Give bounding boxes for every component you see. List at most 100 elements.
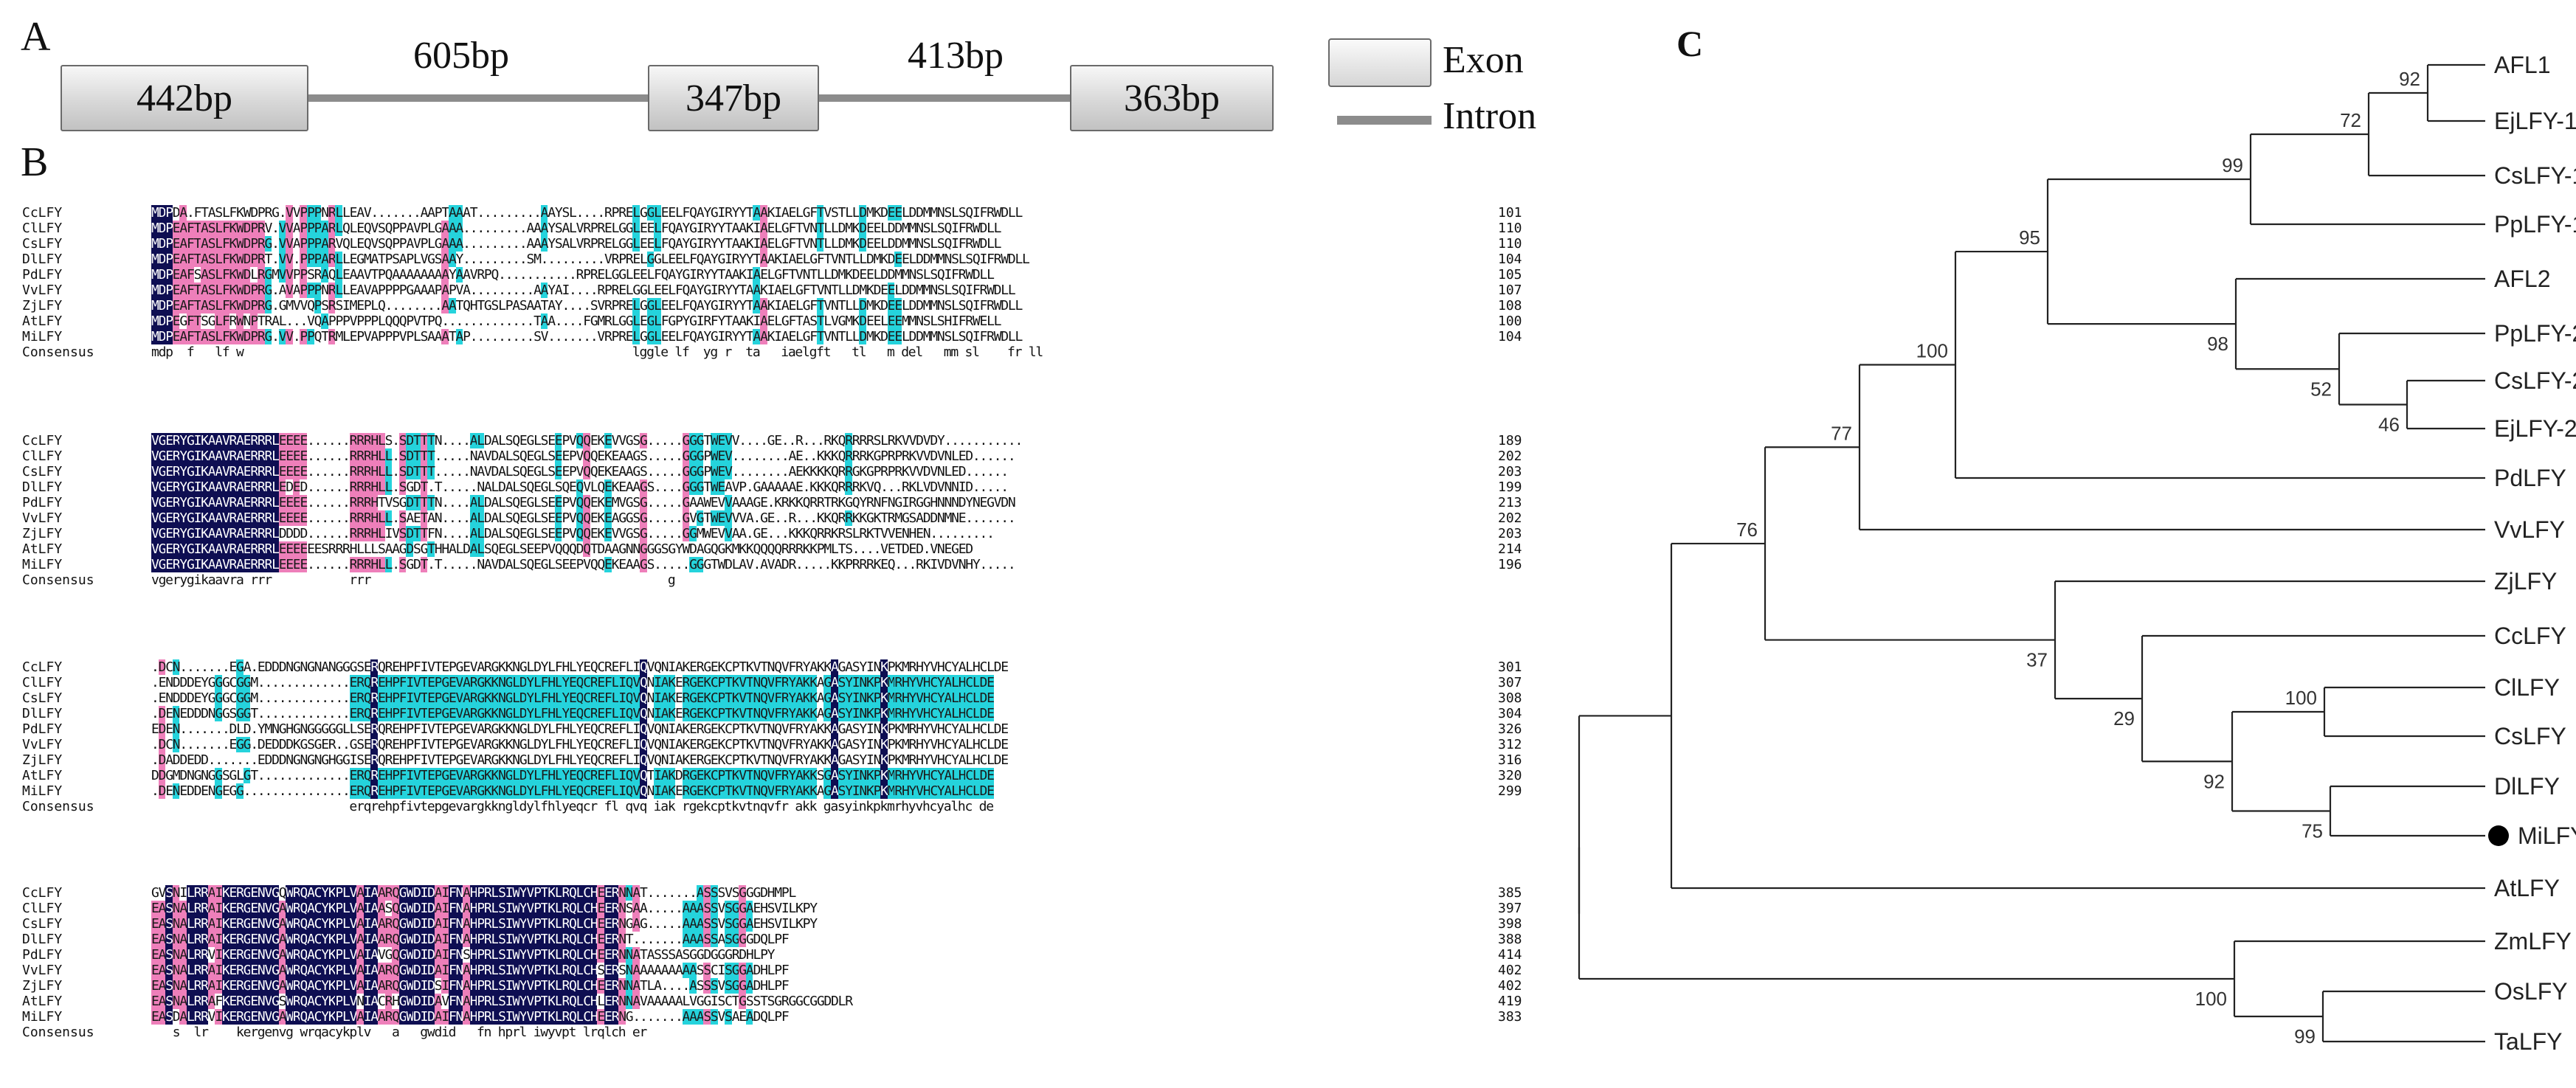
bootstrap-value: 99 <box>2222 154 2243 176</box>
sequence-end-position: 110 <box>1498 236 1522 252</box>
sequence-end-position: 320 <box>1498 768 1522 783</box>
sequence-residues: EASNALRRAIKERGENVGAWRQACYKPLVAIAARQGWDID… <box>151 916 818 932</box>
legend-intron-swatch <box>1337 116 1432 125</box>
intron-1 <box>308 94 722 102</box>
leaf-label: ZjLFY <box>2494 568 2557 595</box>
bootstrap-value: 75 <box>2302 820 2323 842</box>
sequence-name: CsLFY <box>22 690 63 706</box>
intron-2 <box>819 94 1077 102</box>
sequence-residues: MDPEAFSASLFKWDLRGMVVPPSRAQLEAAVTPQAAAAAA… <box>151 267 995 283</box>
sequence-name: AtLFY <box>22 541 63 557</box>
leaf-label: PpLFY-1 <box>2494 211 2576 238</box>
sequence-end-position: 299 <box>1498 783 1522 799</box>
exon-2-length: 347bp <box>686 77 781 119</box>
sequence-residues: .DCN.......EGA.EDDDNGNGNANGGGSERQREHPFIV… <box>151 659 1009 675</box>
sequence-name: PdLFY <box>22 947 63 963</box>
bootstrap-value: 72 <box>2340 109 2361 131</box>
sequence-residues: VGERYGIKAAVRAERRRLEDED......RRRHLL.SGDT.… <box>151 479 1009 495</box>
bootstrap-value: 46 <box>2378 414 2400 436</box>
sequence-end-position: 419 <box>1498 994 1522 1009</box>
sequence-name: MiLFY <box>22 557 63 572</box>
sequence-name: AtLFY <box>22 768 63 783</box>
leaf-label: CsLFY <box>2494 723 2566 749</box>
sequence-name: ZjLFY <box>22 298 63 313</box>
intron-2-length: 413bp <box>908 35 1004 77</box>
sequence-name: AtLFY <box>22 994 63 1009</box>
sequence-name: VvLFY <box>22 737 63 752</box>
leaf-label: VvLFY <box>2494 516 2565 543</box>
sequence-residues: MDPEAFTASLFKWDPRG.VVAPPPARVQLEQVSQPPAVPL… <box>151 236 1001 252</box>
bootstrap-value: 98 <box>2207 333 2228 355</box>
sequence-name: CsLFY <box>22 464 63 479</box>
sequence-end-position: 214 <box>1498 541 1522 557</box>
sequence-residues: VGERYGIKAAVRAERRRLEEEE......RRRHLS.SDTTT… <box>151 433 1023 448</box>
sequence-name: ZjLFY <box>22 978 63 994</box>
sequence-residues: EASNALRRAIKERGENVGAWRQACYKPLVAIAASQGWDID… <box>151 901 818 916</box>
legend-exon-swatch <box>1328 38 1432 87</box>
leaf-label: PpLFY-2 <box>2494 320 2576 347</box>
sequence-name: VvLFY <box>22 963 63 978</box>
sequence-name: CsLFY <box>22 236 63 252</box>
bootstrap-value: 95 <box>2019 226 2040 249</box>
sequence-end-position: 301 <box>1498 659 1522 675</box>
sequence-end-position: 196 <box>1498 557 1522 572</box>
sequence-residues: VGERYGIKAAVRAERRRLEEEE......RRRHLL.SDTTT… <box>151 464 1009 479</box>
leaf-label: MiLFY <box>2518 822 2576 849</box>
bootstrap-value: 100 <box>2285 687 2317 709</box>
bootstrap-value: 77 <box>1831 422 1852 444</box>
sequence-residues: .ENDDDEYGGGCGGM.............ERQREHPFIVTE… <box>151 690 995 706</box>
bootstrap-value: 100 <box>1916 340 1948 362</box>
bootstrap-value: 29 <box>2113 707 2135 730</box>
sequence-end-position: 110 <box>1498 221 1522 236</box>
leaf-label: DlLFY <box>2494 773 2560 800</box>
sequence-end-position: 397 <box>1498 901 1522 916</box>
leaf-label: CsLFY-1 <box>2494 162 2576 189</box>
sequence-end-position: 316 <box>1498 752 1522 768</box>
consensus-label: Consensus <box>22 572 94 588</box>
panel-label-c: C <box>1677 23 1704 64</box>
sequence-end-position: 304 <box>1498 706 1522 721</box>
sequence-end-position: 101 <box>1498 205 1522 221</box>
consensus-label: Consensus <box>22 344 94 360</box>
sequence-residues: VGERYGIKAAVRAERRRLEEEEEESRRRHLLLSAAGDSGT… <box>151 541 973 557</box>
sequence-end-position: 388 <box>1498 932 1522 947</box>
sequence-residues: EASNALRRAIKERGENVGAWRQACYKPLVAIAARQGWDID… <box>151 932 790 947</box>
leaf-label: ClLFY <box>2494 674 2560 701</box>
sequence-residues: MDPEAFTASLFKWDPRG.VV.PPQTRMLEPVAPPPVPLSA… <box>151 329 1023 344</box>
sequence-name: MiLFY <box>22 1009 63 1025</box>
sequence-name: ClLFY <box>22 448 63 464</box>
sequence-residues: MDPEAFTASLFKWDPRG.GMVVQPSRSIMEPLQ.......… <box>151 298 1023 313</box>
sequence-residues: .DCN.......EGG.DEDDDKGSGER..GSERQREHPFIV… <box>151 737 1009 752</box>
sequence-end-position: 213 <box>1498 495 1522 510</box>
consensus-sequence: erqrehpfivtepgevargkkngldylfhlyeqcr fl q… <box>151 799 994 814</box>
consensus-sequence: vgerygikaavra rrr rrr g <box>151 572 676 588</box>
bootstrap-value: 100 <box>2195 988 2227 1010</box>
consensus-label: Consensus <box>22 799 94 814</box>
sequence-name: PdLFY <box>22 721 63 737</box>
sequence-end-position: 107 <box>1498 283 1522 298</box>
sequence-residues: .DADDEDD.......EDDDNGNGNGHGGISERQREHPFIV… <box>151 752 1009 768</box>
sequence-name: VvLFY <box>22 510 63 526</box>
sequence-end-position: 202 <box>1498 448 1522 464</box>
sequence-residues: EASNALRRAFKERGENVGSWRQACYKPLVNIACRHGWDID… <box>151 994 853 1009</box>
panel-label-a: A <box>21 14 51 60</box>
legend-intron-label: Intron <box>1443 95 1537 137</box>
leaf-label: CsLFY-2 <box>2494 367 2576 394</box>
sequence-name: DlLFY <box>22 706 63 721</box>
panel-label-b: B <box>21 139 49 185</box>
sequence-name: MiLFY <box>22 783 63 799</box>
sequence-end-position: 383 <box>1498 1009 1522 1025</box>
sequence-name: PdLFY <box>22 267 63 283</box>
sequence-end-position: 402 <box>1498 963 1522 978</box>
bootstrap-value: 37 <box>2026 649 2048 671</box>
exon-1-length: 442bp <box>137 77 232 119</box>
sequence-name: DlLFY <box>22 479 63 495</box>
leaf-label: PdLFY <box>2494 465 2566 491</box>
leaf-label: AFL1 <box>2494 52 2550 78</box>
sequence-end-position: 402 <box>1498 978 1522 994</box>
sequence-residues: MDPDA.FTASLFKWDPRG.VVPPPNRLLEAV.......AA… <box>151 205 1023 221</box>
legend-exon-label: Exon <box>1443 39 1524 81</box>
phylogenetic-tree: 9272994652989510077100759229377699100AFL… <box>1578 52 2576 1055</box>
sequence-end-position: 326 <box>1498 721 1522 737</box>
